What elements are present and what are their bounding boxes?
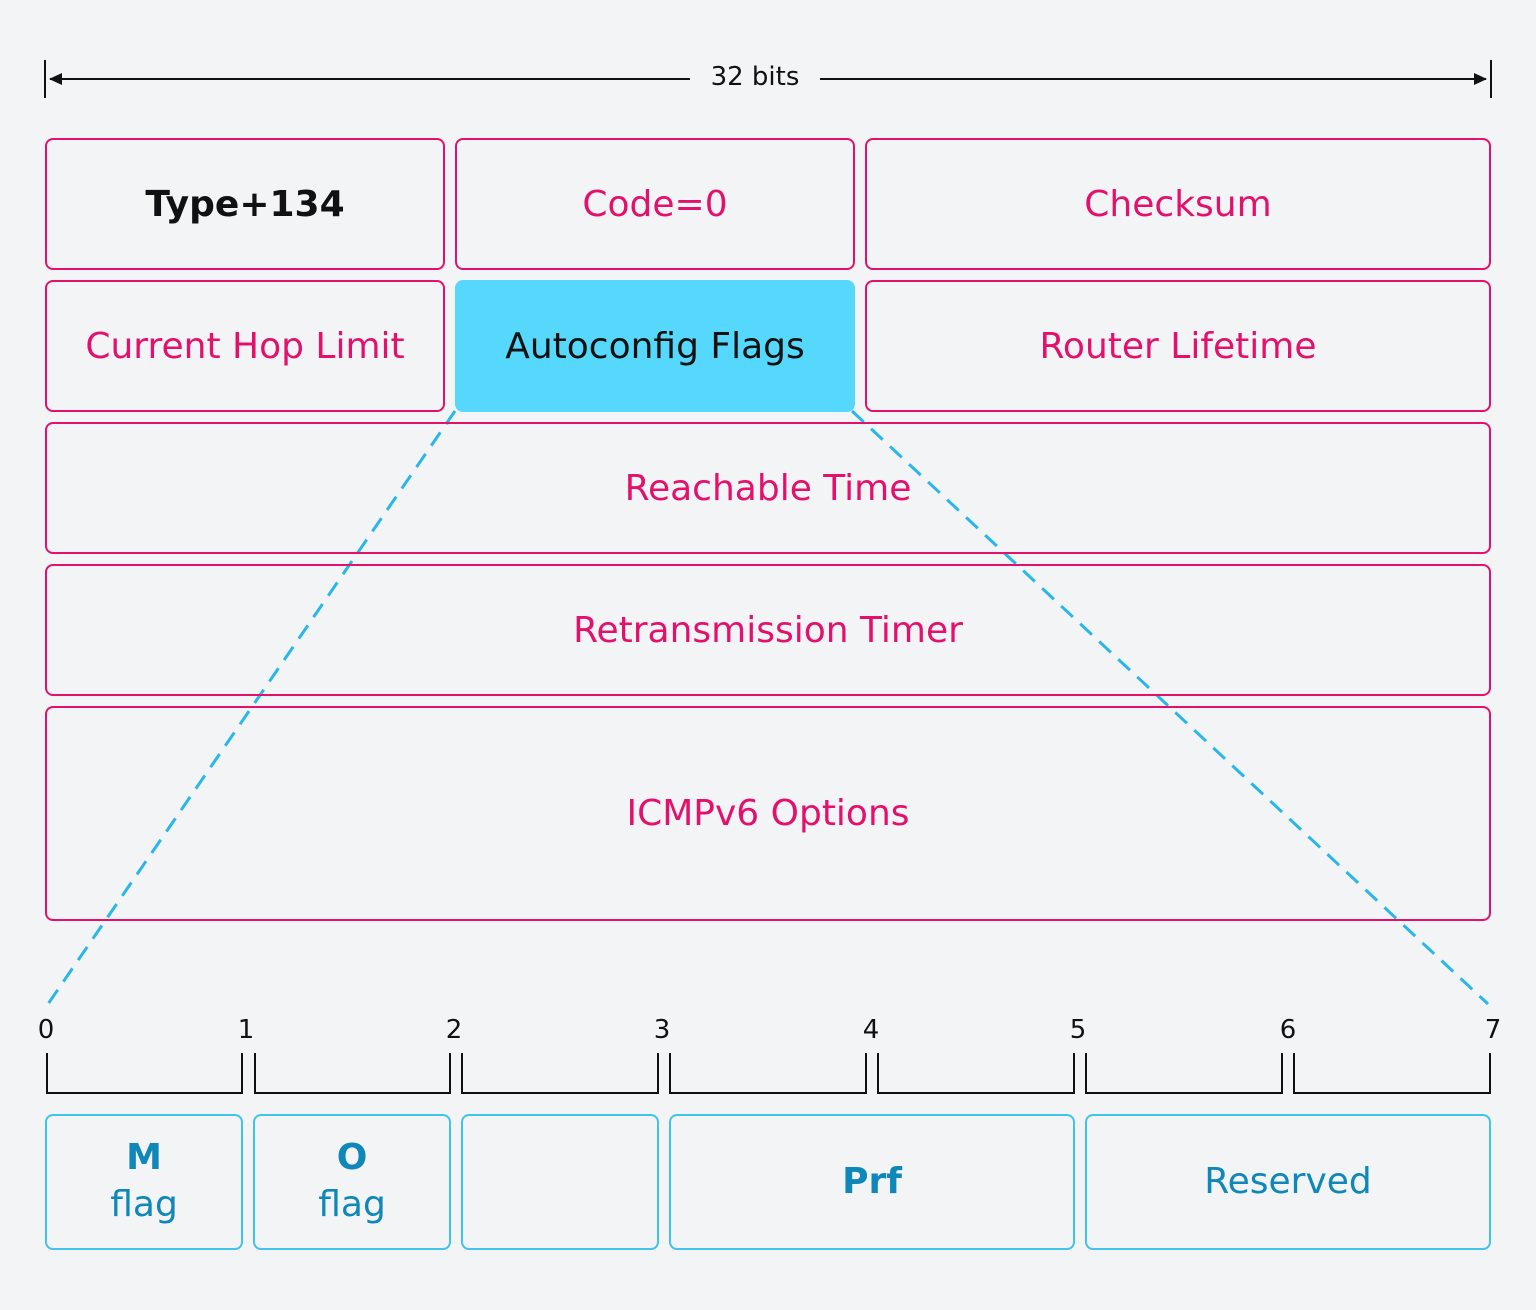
o-flag-letter: O [336, 1137, 368, 1179]
checksum-field: Checksum [865, 138, 1491, 270]
bit-bracket-3 [669, 1053, 867, 1094]
prf-label: Prf [842, 1160, 902, 1202]
m-flag-box: M flag [45, 1114, 243, 1250]
prf-flag-box: Prf [669, 1114, 1075, 1250]
bit-bracket-6 [1293, 1053, 1491, 1094]
bit-tick-4: 4 [862, 1015, 880, 1045]
o-flag-box: O flag [253, 1114, 451, 1250]
bit-tick-3: 3 [653, 1015, 671, 1045]
bit-bracket-0 [46, 1053, 243, 1094]
bit-tick-1: 1 [237, 1015, 255, 1045]
zoom-connector-right [850, 409, 1490, 1006]
zoom-connector-left [46, 410, 457, 1005]
icmpv6-options-field: ICMPv6 Options [45, 706, 1491, 921]
width-arrow-right-head [1474, 73, 1487, 85]
empty-flag-box [461, 1114, 659, 1250]
width-arrow-left-head [49, 73, 62, 85]
bit-bracket-1 [254, 1053, 451, 1094]
bit-tick-7: 7 [1484, 1015, 1502, 1045]
bit-tick-5: 5 [1069, 1015, 1087, 1045]
bit-tick-0: 0 [37, 1015, 55, 1045]
router-lifetime-field: Router Lifetime [865, 280, 1491, 412]
current-hop-limit-field: Current Hop Limit [45, 280, 445, 412]
width-label: 32 bits [690, 62, 820, 92]
reachable-time-field: Reachable Time [45, 422, 1491, 554]
bit-bracket-5 [1085, 1053, 1283, 1094]
bit-bracket-2 [461, 1053, 659, 1094]
bit-bracket-4 [877, 1053, 1075, 1094]
bit-tick-6: 6 [1279, 1015, 1297, 1045]
reserved-label: Reserved [1204, 1160, 1372, 1202]
m-flag-letter: M [126, 1137, 162, 1179]
autoconfig-flags-field: Autoconfig Flags [455, 280, 855, 412]
o-flag-word: flag [318, 1184, 386, 1225]
retransmission-timer-field: Retransmission Timer [45, 564, 1491, 696]
bit-tick-2: 2 [445, 1015, 463, 1045]
type-field: Type+134 [45, 138, 445, 270]
m-flag-word: flag [110, 1184, 178, 1225]
bit-brackets [46, 1053, 1491, 1094]
code-field: Code=0 [455, 138, 855, 270]
reserved-flag-box: Reserved [1085, 1114, 1491, 1250]
